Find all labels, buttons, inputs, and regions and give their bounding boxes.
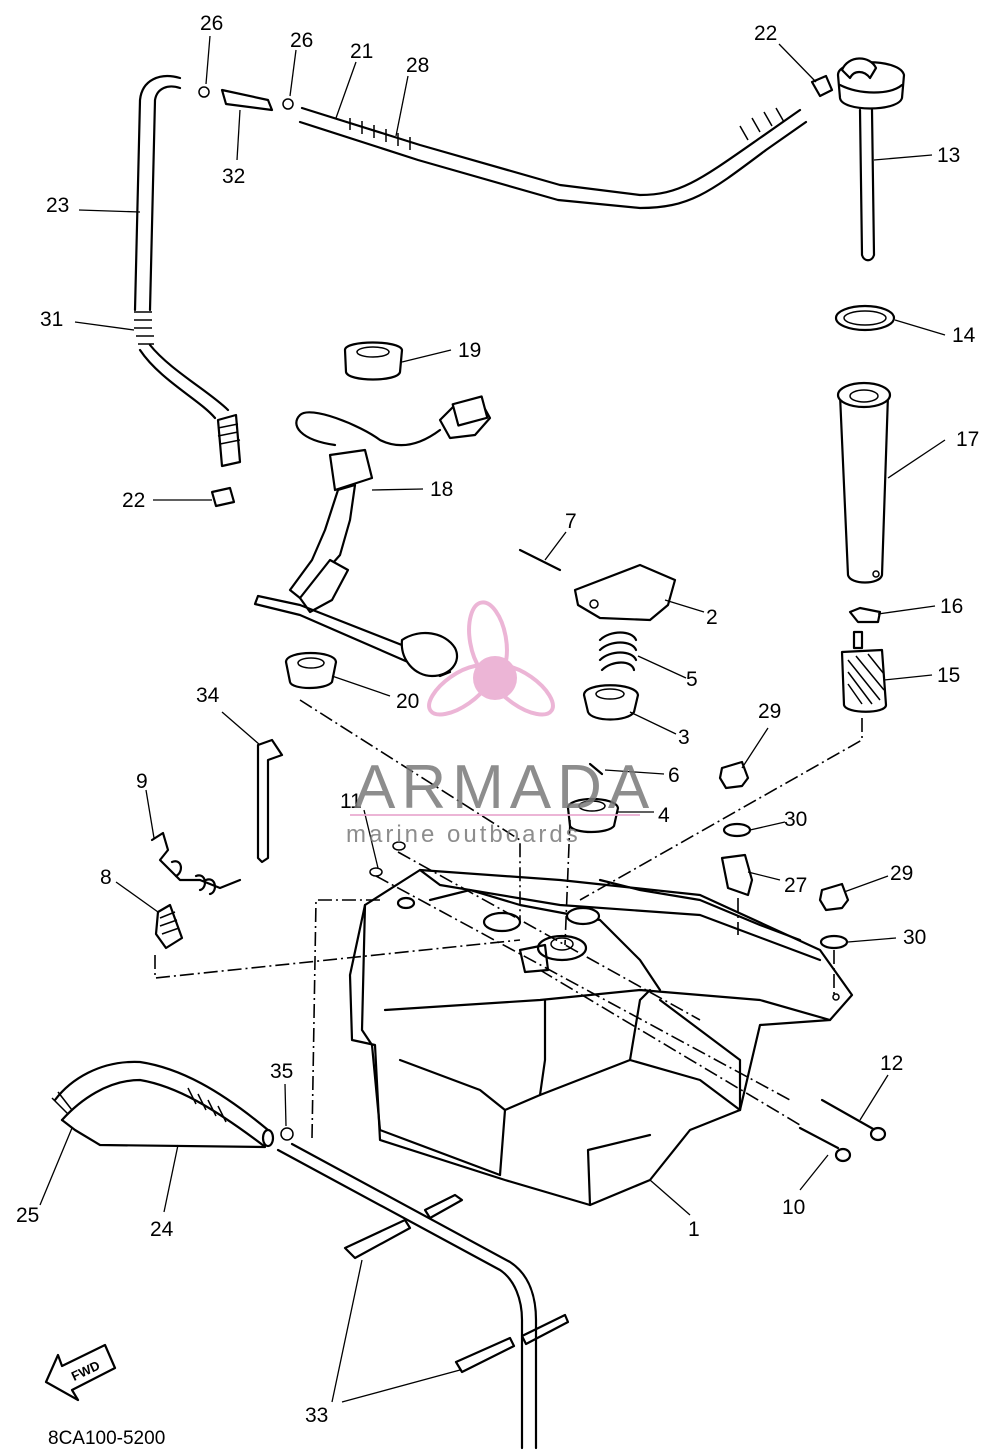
callout-25: 25 — [16, 1204, 39, 1227]
grommet — [284, 652, 338, 690]
callout-6: 6 — [668, 764, 680, 787]
watermark: ARMADA marine outboards — [346, 600, 655, 848]
assembly-lines — [154, 699, 863, 1139]
callout-19: 19 — [458, 339, 481, 362]
drawing-code: 8CA100-5200 — [48, 1428, 165, 1449]
fuel-filter — [840, 606, 888, 713]
watermark-tagline: marine outboards — [346, 821, 581, 848]
gauge-gasket — [343, 341, 404, 381]
filler-pipe — [836, 381, 892, 584]
callout-20: 20 — [396, 690, 419, 713]
callout-10: 10 — [782, 1196, 805, 1219]
callout-14: 14 — [952, 324, 976, 347]
callout-12: 12 — [880, 1052, 903, 1075]
callout-27: 27 — [784, 874, 807, 897]
callout-1: 1 — [688, 1218, 700, 1241]
callout-23: 23 — [46, 194, 69, 217]
callout-numbers: 1 2 3 4 5 6 7 8 9 10 11 12 13 14 15 16 1… — [16, 12, 979, 1427]
callout-5: 5 — [686, 668, 698, 691]
callout-4: 4 — [658, 804, 670, 827]
callout-8: 8 — [100, 866, 112, 889]
springs — [150, 831, 242, 950]
callout-31: 31 — [40, 308, 63, 331]
callout-29-upper: 29 — [758, 700, 781, 723]
callout-24: 24 — [150, 1218, 174, 1241]
callout-32: 32 — [222, 165, 245, 188]
vent-hose-upper — [298, 74, 834, 210]
callout-11: 11 — [340, 790, 362, 813]
forward-arrow: FWD — [44, 1343, 117, 1402]
callout-30-lower: 30 — [903, 926, 926, 949]
drain-hose — [51, 1060, 538, 1450]
callout-7: 7 — [565, 510, 577, 533]
callout-34: 34 — [196, 684, 220, 707]
watermark-brand: ARMADA — [354, 753, 655, 822]
fuel-tank — [348, 868, 854, 1207]
callout-28: 28 — [406, 54, 429, 77]
callout-3: 3 — [678, 726, 690, 749]
cable-ties — [256, 738, 570, 1374]
callout-17: 17 — [956, 428, 979, 451]
callout-26-left: 26 — [200, 12, 223, 35]
callout-9: 9 — [136, 770, 148, 793]
callout-18: 18 — [430, 478, 453, 501]
callout-30-upper: 30 — [784, 808, 807, 831]
callout-13: 13 — [937, 144, 960, 167]
fuel-gauge-unit — [253, 395, 492, 678]
callout-21: 21 — [350, 40, 373, 63]
callout-22-left: 22 — [122, 489, 145, 512]
propeller-hub — [473, 656, 517, 700]
callout-29-lower: 29 — [890, 862, 913, 885]
callout-35: 35 — [270, 1060, 293, 1083]
callout-2: 2 — [706, 606, 718, 629]
callout-15: 15 — [937, 664, 960, 687]
callout-16: 16 — [940, 595, 963, 618]
callout-22-top: 22 — [754, 22, 777, 45]
fuel-cap — [834, 57, 906, 332]
leader-lines — [39, 35, 946, 1403]
bolts — [798, 1098, 887, 1163]
callout-26-right: 26 — [290, 29, 313, 52]
callout-33: 33 — [305, 1404, 328, 1427]
vent-hose-left — [133, 74, 294, 508]
